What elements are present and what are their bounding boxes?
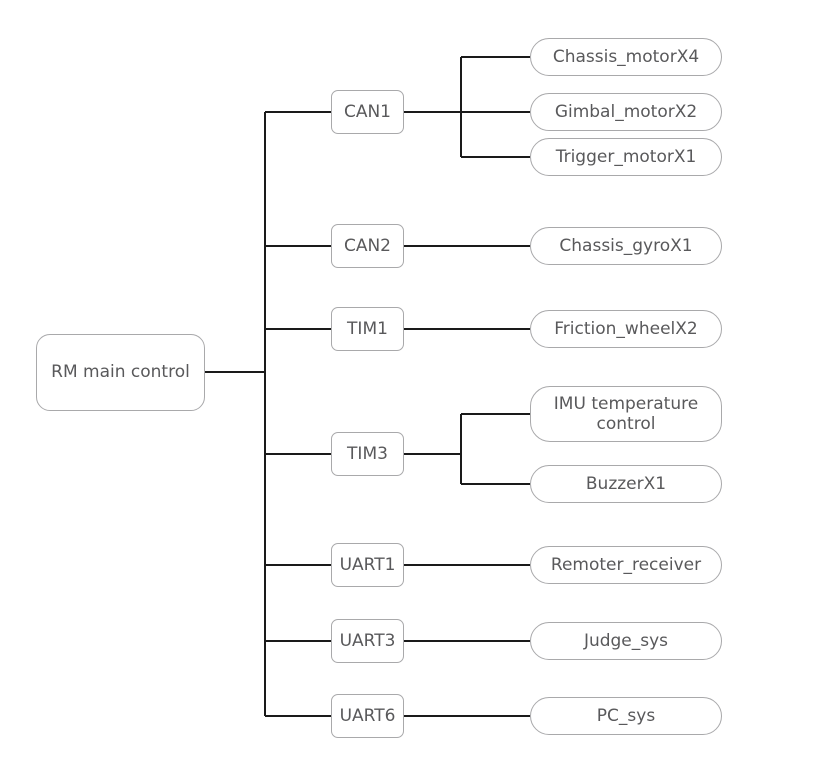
node-chassis-motor[interactable]: Chassis_motorX4 [530, 38, 722, 76]
node-imu-temperature-control[interactable]: IMU temperature control [530, 386, 722, 442]
node-friction-wheel[interactable]: Friction_wheelX2 [530, 310, 722, 348]
node-uart6[interactable]: UART6 [331, 694, 404, 738]
node-trigger-motor[interactable]: Trigger_motorX1 [530, 138, 722, 176]
node-tim3[interactable]: TIM3 [331, 432, 404, 476]
node-uart3[interactable]: UART3 [331, 619, 404, 663]
node-gimbal-motor[interactable]: Gimbal_motorX2 [530, 93, 722, 131]
node-uart1[interactable]: UART1 [331, 543, 404, 587]
node-buzzer[interactable]: BuzzerX1 [530, 465, 722, 503]
node-can1[interactable]: CAN1 [331, 90, 404, 134]
node-can2[interactable]: CAN2 [331, 224, 404, 268]
node-judge-sys[interactable]: Judge_sys [530, 622, 722, 660]
node-rm-main-control[interactable]: RM main control [36, 334, 205, 411]
node-chassis-gyro[interactable]: Chassis_gyroX1 [530, 227, 722, 265]
node-pc-sys[interactable]: PC_sys [530, 697, 722, 735]
node-tim1[interactable]: TIM1 [331, 307, 404, 351]
node-remoter-receiver[interactable]: Remoter_receiver [530, 546, 722, 584]
